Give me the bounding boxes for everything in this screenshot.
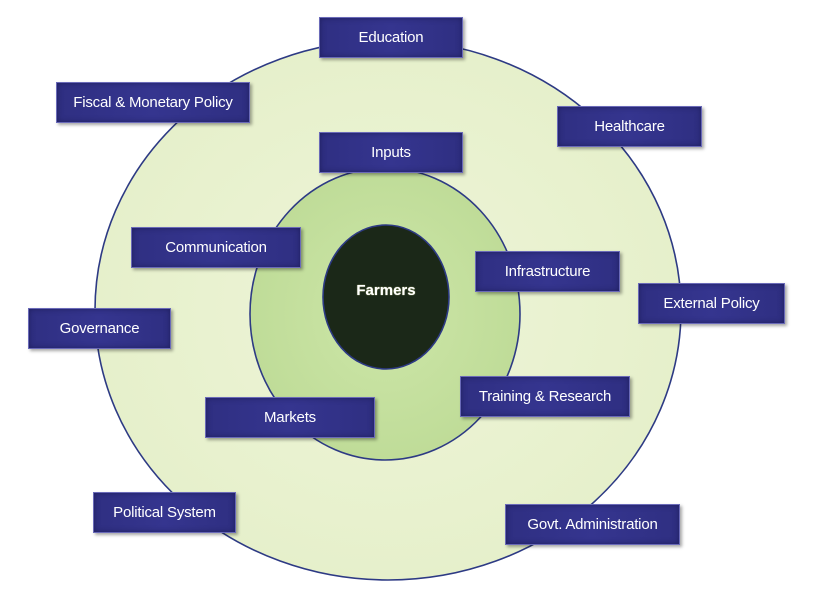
- core-label-farmers: Farmers: [356, 282, 416, 299]
- label-training-research: Training & Research: [460, 376, 630, 417]
- label-communication: Communication: [131, 227, 301, 268]
- label-external-policy: External Policy: [638, 283, 785, 324]
- label-infrastructure: Infrastructure: [475, 251, 620, 292]
- label-political-system: Political System: [93, 492, 236, 533]
- label-govt-administration: Govt. Administration: [505, 504, 680, 545]
- label-fiscal-monetary-policy: Fiscal & Monetary Policy: [56, 82, 250, 123]
- label-governance: Governance: [28, 308, 171, 349]
- label-education: Education: [319, 17, 463, 58]
- label-inputs: Inputs: [319, 132, 463, 173]
- core-circle: [322, 224, 450, 370]
- label-markets: Markets: [205, 397, 375, 438]
- label-healthcare: Healthcare: [557, 106, 702, 147]
